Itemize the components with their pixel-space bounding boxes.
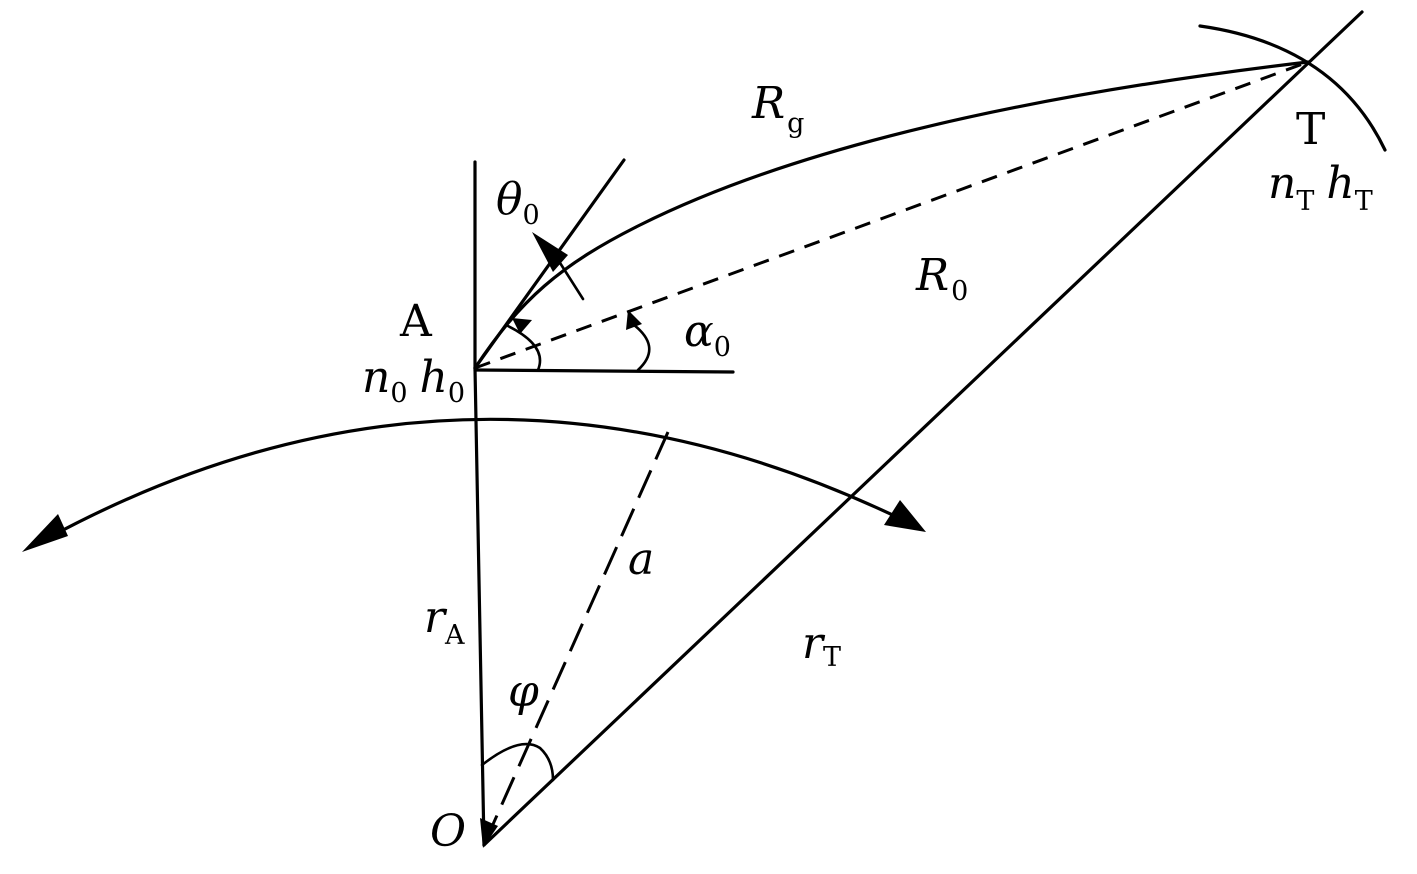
earth-arc-right-arrowhead — [884, 500, 926, 532]
angle-arc-theta-arrowhead — [512, 318, 532, 334]
radius-r-A-line — [473, 366, 486, 847]
label-T: T — [1296, 104, 1325, 155]
target-height-arc — [1198, 24, 1387, 152]
theta-arrowhead — [532, 232, 568, 272]
label-rT: rT — [802, 618, 841, 673]
angle-arc-theta — [506, 324, 542, 372]
label-a: a — [628, 534, 654, 585]
angle-arc-alpha-arrowhead — [626, 310, 642, 330]
refracted-ray-path-Rg — [473, 60, 1310, 370]
earth-arc-left-arrowhead — [22, 514, 68, 552]
label-phi: φ — [508, 666, 539, 717]
angle-arc-phi — [480, 742, 555, 782]
horizontal-line-A — [473, 368, 735, 374]
angle-arc-alpha — [628, 320, 651, 372]
label-A: A — [399, 296, 433, 347]
label-rA: rA — [424, 592, 465, 651]
origin-arrowhead — [480, 818, 498, 848]
straight-line-R0 — [474, 60, 1309, 370]
label-alpha0: α0 — [684, 306, 731, 363]
label-theta0: θ0 — [496, 174, 540, 231]
label-Rg: Rg — [751, 78, 804, 139]
radius-r-T-line — [482, 10, 1364, 847]
label-R0: R0 — [915, 250, 968, 307]
earth-radius-a-line — [484, 431, 670, 841]
label-O: O — [430, 806, 466, 857]
earth-surface-arc — [46, 417, 905, 540]
